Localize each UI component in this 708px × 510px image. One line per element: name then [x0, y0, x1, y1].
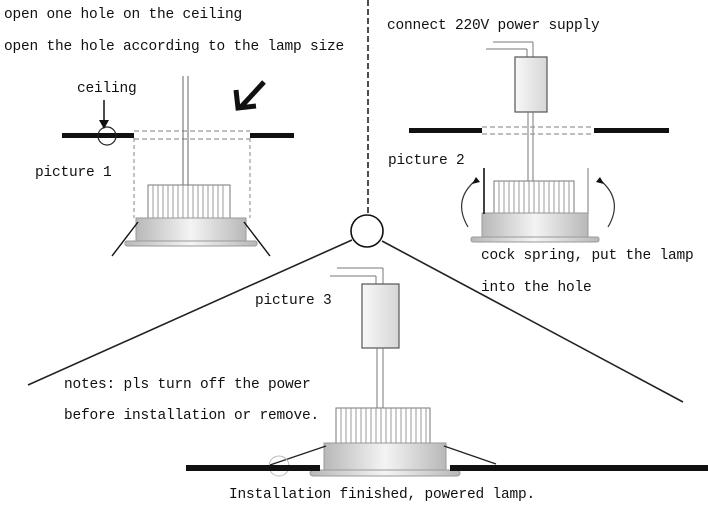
step2-title: connect 220V power supply — [387, 18, 600, 34]
picture-3-label: picture 3 — [255, 293, 332, 309]
lamp-1 — [111, 184, 271, 257]
power-driver — [514, 56, 548, 113]
ceiling-highlight-circle — [97, 126, 117, 146]
picture-2-label: picture 2 — [388, 153, 465, 169]
step2-caption-line2: into the hole — [481, 280, 592, 296]
rotate-arrow-left — [461, 179, 477, 228]
picture-1-label: picture 1 — [35, 165, 112, 181]
step1-instruction-line2: open the hole according to the lamp size — [4, 39, 345, 55]
picture-3 — [186, 267, 708, 477]
divider-right — [381, 240, 684, 403]
ceiling-right — [250, 133, 294, 138]
divider-left — [27, 239, 353, 386]
notes-line1: notes: pls turn off the power — [64, 377, 311, 393]
lamp-2 — [461, 168, 615, 243]
step3-caption: Installation finished, powered lamp. — [229, 487, 536, 503]
notes-line2: before installation or remove. — [64, 408, 320, 424]
lamp-3 — [268, 407, 497, 477]
ceiling-3-left — [186, 465, 320, 471]
step1-instruction-line1: open one hole on the ceiling — [4, 7, 243, 23]
picture-1 — [62, 76, 294, 257]
ceiling-label: ceiling — [77, 81, 137, 97]
big-arrow-icon — [233, 80, 266, 111]
power-driver-3 — [361, 283, 400, 349]
divider-junction — [350, 214, 384, 248]
step2-caption-line1: cock spring, put the lamp — [481, 248, 694, 264]
ceiling-3-right — [450, 465, 708, 471]
rotate-arrow-right — [599, 179, 615, 228]
picture-2 — [409, 41, 669, 243]
